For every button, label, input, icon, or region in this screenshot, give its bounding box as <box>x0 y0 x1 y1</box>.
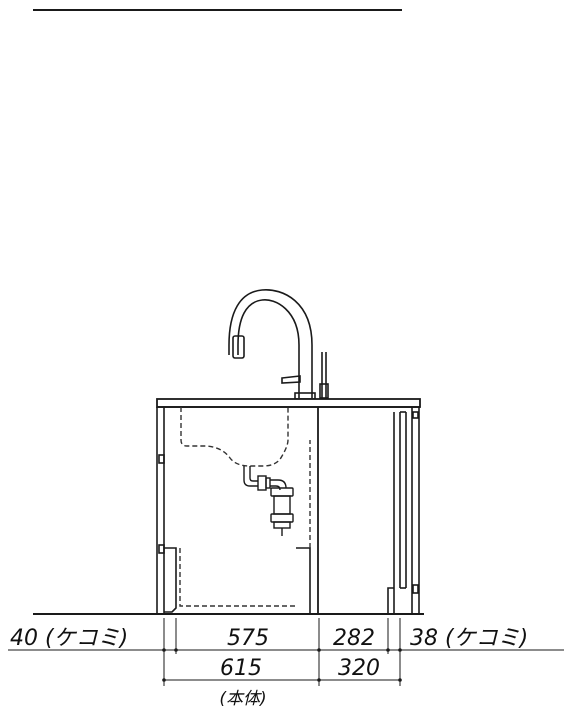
cabinet-body <box>156 407 420 614</box>
dim-left-kick: 40 (ケコミ) <box>10 626 128 651</box>
dim-sink-width: 575 <box>227 626 269 651</box>
dim-body-width: 615 <box>220 656 262 681</box>
dimension-ticks <box>162 648 402 682</box>
dim-body-label: (本体) <box>219 689 266 709</box>
faucet <box>228 289 329 400</box>
dim-side-total: 320 <box>338 656 380 681</box>
dim-right-kick: 38 (ケコミ) <box>410 626 528 651</box>
dim-side-width: 282 <box>333 626 375 651</box>
drain-trap <box>243 466 294 536</box>
dimension-lines <box>8 618 564 686</box>
countertop <box>156 398 421 408</box>
sink-bowl-hidden <box>179 407 311 607</box>
